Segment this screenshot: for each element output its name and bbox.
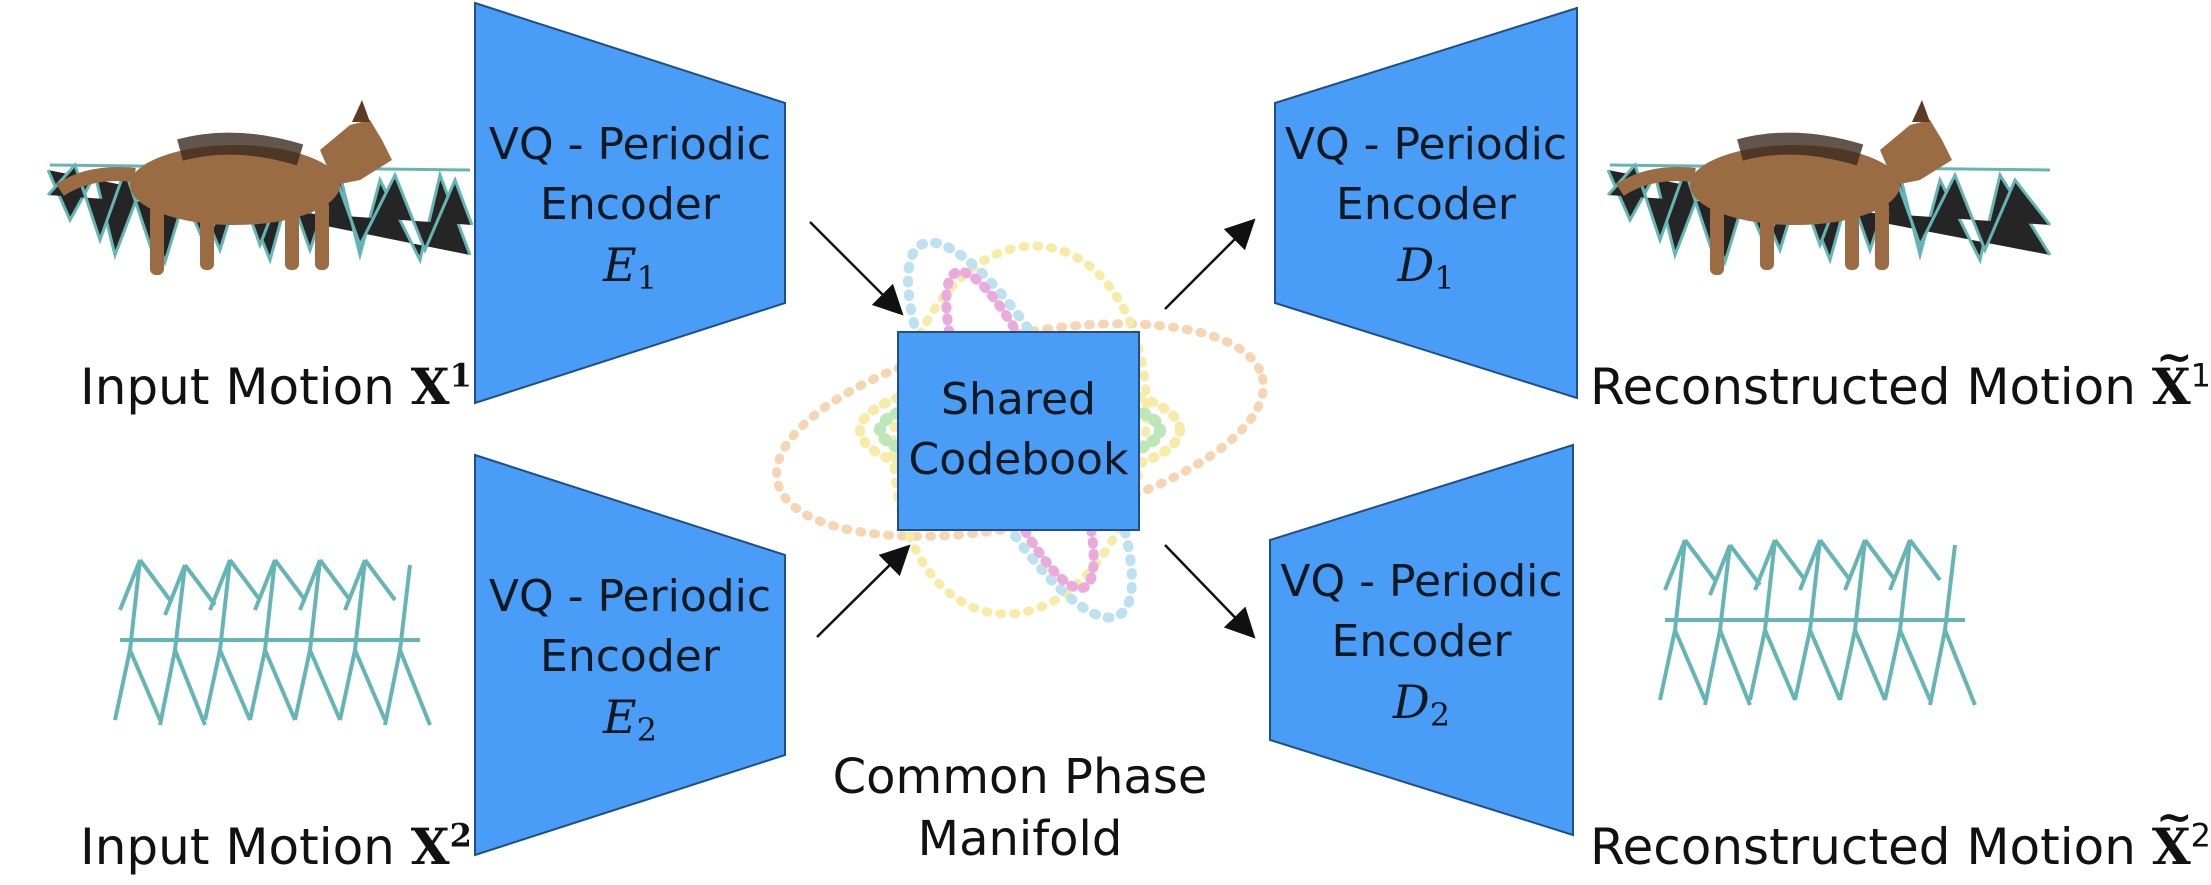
input-motion-2-label: Input Motion X2	[80, 819, 472, 872]
decoder-d2-block	[1269, 443, 1574, 837]
reconstructed-motion-2-text: Reconstructed Motion	[1590, 818, 2136, 876]
encoder-e2-block	[474, 453, 786, 857]
decoder-d1-block	[1274, 6, 1578, 400]
manifold-line2: Manifold	[917, 811, 1123, 867]
decoder-d1-index: 1	[1434, 259, 1455, 297]
decoder-d2-index: 2	[1429, 696, 1451, 734]
codebook-line2: Codebook	[908, 434, 1129, 485]
humanoid-motion-icon	[113, 558, 432, 726]
codebook-label: Shared Codebook	[898, 370, 1139, 490]
reconstructed-motion-1-index: 1	[2190, 356, 2211, 395]
reconstructed-motion-1-text: Reconstructed Motion	[1590, 358, 2136, 416]
arrow-icon	[816, 544, 911, 638]
decoder-d1-symbol: D1	[1275, 235, 1577, 308]
encoder-e1-block	[474, 1, 786, 405]
decoder-d2-symbol: D2	[1270, 672, 1573, 745]
decoder-d2-symbol-letter: D	[1392, 675, 1430, 729]
encoder-e1-symbol: E1	[475, 235, 785, 308]
humanoid-motion-icon	[1658, 538, 1977, 706]
input-motion-2-text: Input Motion	[80, 818, 395, 876]
encoder-e1-line1: VQ - Periodic	[488, 119, 772, 170]
manifold-line1: Common Phase	[832, 749, 1208, 805]
decoder-d2-label: VQ - Periodic Encoder D2	[1270, 552, 1573, 745]
decoder-d2-line1: VQ - Periodic	[1280, 556, 1563, 607]
encoder-e1-symbol-letter: E	[603, 238, 637, 292]
decoder-d1-label: VQ - Periodic Encoder D1	[1275, 115, 1577, 308]
input-motion-1-label: Input Motion X1	[80, 359, 472, 412]
input-motion-2-symbol: X	[410, 817, 450, 876]
encoder-e2-label: VQ - Periodic Encoder E2	[475, 567, 785, 760]
reconstructed-motion-1-symbol: X	[2152, 336, 2193, 412]
reconstructed-motion-1-label: Reconstructed Motion X1	[1590, 336, 2211, 412]
codebook-block	[897, 331, 1140, 531]
dog-motion-icon	[1606, 100, 2052, 275]
input-motion-1-index: 1	[449, 356, 472, 395]
encoder-e2-index: 2	[636, 711, 657, 749]
input-motion-1-text: Input Motion	[80, 358, 395, 416]
reconstructed-motion-2-index: 2	[2190, 816, 2211, 855]
input-motion-2-index: 2	[449, 816, 472, 855]
decoder-d2-line2: Encoder	[1331, 616, 1512, 667]
encoder-e1-label: VQ - Periodic Encoder E1	[475, 115, 785, 308]
arrow-icon	[1164, 544, 1256, 639]
dog-motion-icon	[46, 100, 474, 275]
encoder-e2-line1: VQ - Periodic	[488, 571, 772, 622]
encoder-e2-line2: Encoder	[540, 631, 720, 682]
encoder-e2-symbol-letter: E	[603, 690, 637, 744]
manifold-label: Common Phase Manifold	[820, 746, 1220, 870]
decoder-d1-line2: Encoder	[1336, 179, 1516, 230]
encoder-e1-index: 1	[636, 259, 657, 297]
encoder-e2-symbol: E2	[475, 687, 785, 760]
input-motion-1-symbol: X	[410, 357, 450, 416]
codebook-line1: Shared	[941, 374, 1096, 425]
reconstructed-motion-2-label: Reconstructed Motion X2	[1590, 796, 2211, 872]
arrow-icon	[1164, 218, 1256, 310]
encoder-e1-line2: Encoder	[540, 179, 720, 230]
decoder-d1-symbol-letter: D	[1397, 238, 1435, 292]
decoder-d1-line1: VQ - Periodic	[1284, 119, 1568, 170]
reconstructed-motion-2-symbol: X	[2152, 796, 2193, 872]
arrow-icon	[809, 221, 904, 316]
